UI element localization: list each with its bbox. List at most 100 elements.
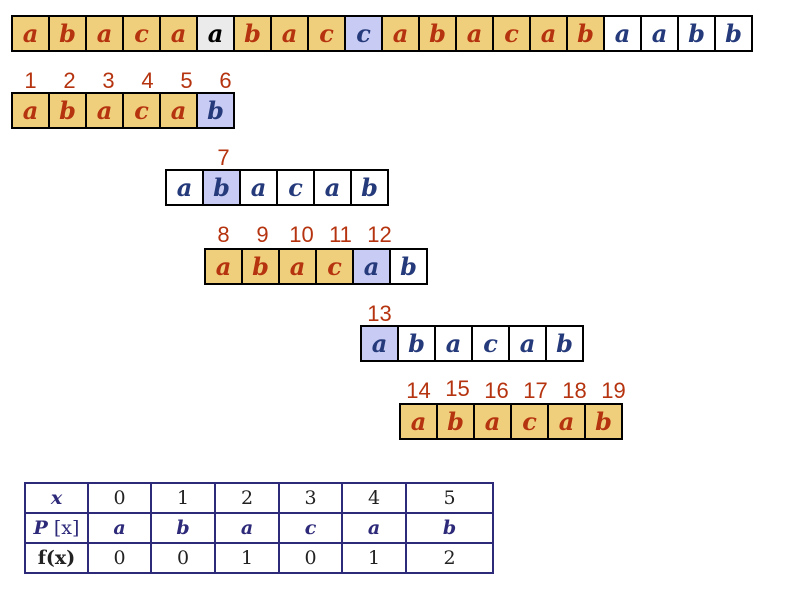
pattern-char: b	[397, 325, 436, 362]
pattern-char: a	[360, 325, 399, 362]
pattern-row: a b a c a b	[204, 248, 428, 285]
text-char: b	[677, 15, 716, 52]
text-char: b	[566, 15, 605, 52]
pattern-char: b	[584, 403, 623, 440]
row-label-x: x	[24, 482, 89, 514]
table-cell: 0	[150, 542, 216, 574]
pattern-char: a	[547, 403, 586, 440]
pattern-row: a b a c a b	[165, 169, 389, 206]
pattern-char: c	[315, 248, 354, 285]
step-number: 19	[601, 378, 626, 403]
text-char: a	[270, 15, 309, 52]
pattern-char: c	[510, 403, 549, 440]
step-number: 12	[367, 222, 392, 247]
table-cell: a	[214, 512, 280, 544]
pattern-char: b	[389, 248, 428, 285]
table-cell: 3	[278, 482, 343, 514]
text-char: c	[344, 15, 383, 52]
table-cell: 1	[214, 542, 280, 574]
step-number: 7	[217, 145, 230, 170]
row-label-f: f(x)	[24, 542, 89, 574]
step-number: 17	[523, 378, 548, 403]
pattern-row: a b a c a b	[360, 325, 584, 362]
table-cell: 2	[405, 542, 494, 574]
table-cell: b	[405, 512, 494, 544]
pattern-char: a	[508, 325, 547, 362]
step-number: 1	[24, 68, 37, 93]
step-number: 2	[63, 68, 76, 93]
step-number: 3	[102, 68, 115, 93]
table-cell: 0	[87, 482, 152, 514]
pattern-char: a	[85, 92, 124, 129]
row-label-p-rest: [x]	[47, 517, 80, 539]
pattern-char: b	[196, 92, 235, 129]
text-char: a	[640, 15, 679, 52]
pattern-char: b	[48, 92, 87, 129]
pattern-char: b	[202, 169, 241, 206]
step-number: 14	[406, 378, 431, 403]
row-label-p: P [x]	[24, 512, 89, 544]
table-row-f: f(x) 0 0 1 0 1 2	[24, 542, 494, 574]
pattern-char: a	[434, 325, 473, 362]
text-char: c	[307, 15, 346, 52]
pattern-char: a	[399, 403, 438, 440]
text-char: a	[159, 15, 198, 52]
pattern-char: a	[239, 169, 278, 206]
pattern-char: a	[165, 169, 204, 206]
text-char: a	[196, 15, 235, 52]
text-char: b	[714, 15, 753, 52]
step-number: 10	[289, 222, 314, 247]
step-number: 16	[484, 378, 509, 403]
table-cell: 1	[341, 542, 407, 574]
failure-function-table: x 0 1 2 3 4 5 P [x] a b a c a b f(x) 0 0…	[24, 482, 494, 574]
text-char: a	[603, 15, 642, 52]
pattern-row: a b a c a b	[399, 403, 623, 440]
pattern-char: a	[204, 248, 243, 285]
step-number: 6	[219, 68, 232, 93]
table-cell: 0	[87, 542, 152, 574]
text-char: a	[381, 15, 420, 52]
table-row-p: P [x] a b a c a b	[24, 512, 494, 544]
step-number: 8	[217, 222, 230, 247]
step-number: 9	[256, 222, 269, 247]
table-cell: b	[150, 512, 216, 544]
step-number: 11	[329, 222, 352, 247]
table-cell: 2	[214, 482, 280, 514]
step-number: 4	[141, 68, 154, 93]
text-string-row: a b a c a a b a c c a b a c a b a a b b	[11, 15, 753, 52]
text-char: b	[48, 15, 87, 52]
table-cell: 4	[341, 482, 407, 514]
pattern-char: b	[545, 325, 584, 362]
text-char: a	[11, 15, 50, 52]
text-char: a	[455, 15, 494, 52]
pattern-char: a	[159, 92, 198, 129]
step-number: 18	[562, 378, 587, 403]
step-number: 5	[180, 68, 193, 93]
text-char: b	[418, 15, 457, 52]
pattern-char: c	[276, 169, 315, 206]
table-cell: c	[278, 512, 343, 544]
pattern-char: a	[473, 403, 512, 440]
pattern-char: a	[11, 92, 50, 129]
text-char: a	[85, 15, 124, 52]
pattern-char: b	[350, 169, 389, 206]
table-cell: 5	[405, 482, 494, 514]
table-cell: 1	[150, 482, 216, 514]
step-number: 13	[367, 301, 392, 326]
step-number: 15	[445, 376, 470, 401]
pattern-char: c	[122, 92, 161, 129]
pattern-char: b	[241, 248, 280, 285]
row-label-p-bold: P	[33, 517, 48, 539]
pattern-char: c	[471, 325, 510, 362]
pattern-row: a b a c a b	[11, 92, 235, 129]
text-char: b	[233, 15, 272, 52]
text-char: c	[492, 15, 531, 52]
table-cell: 0	[278, 542, 343, 574]
pattern-char: b	[436, 403, 475, 440]
pattern-char: a	[278, 248, 317, 285]
text-char: c	[122, 15, 161, 52]
text-char: a	[529, 15, 568, 52]
table-row-x: x 0 1 2 3 4 5	[24, 482, 494, 514]
table-cell: a	[87, 512, 152, 544]
pattern-char: a	[352, 248, 391, 285]
